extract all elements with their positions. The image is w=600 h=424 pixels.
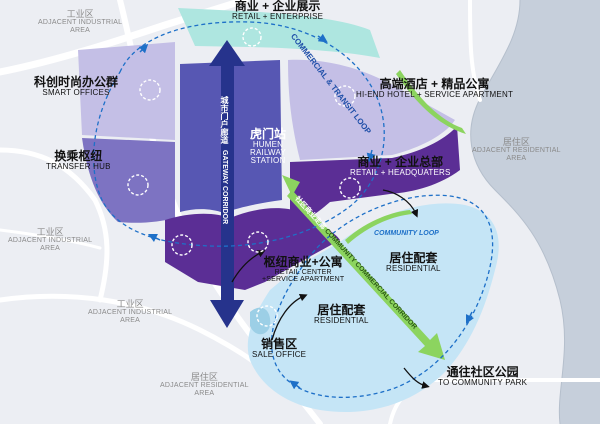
label-industrial-top: 工业区 ADJACENT INDUSTRIAL AREA — [38, 9, 123, 34]
connector-arrow — [231, 250, 266, 283]
commercial-transit-loop — [93, 21, 385, 247]
label-gateway-corridor: 城市门户廊道 GATEWAY CORRIDOR — [220, 96, 229, 225]
label-retail-hq: 商业 + 企业总部 RETAIL + HEADQUATERS — [350, 155, 451, 177]
community-loop — [271, 194, 494, 398]
green-strip — [396, 70, 466, 134]
block-retail-center — [165, 208, 340, 290]
label-residential-2: 居住配套 RESIDENTIAL — [314, 303, 369, 325]
label-railway-station: 虎门站 HUMEN RAILWAY STATION — [250, 127, 287, 166]
sale-office-pond — [250, 307, 271, 335]
block-headquarters — [290, 126, 460, 228]
connector-arrow — [271, 293, 308, 341]
water-edge — [470, 0, 565, 424]
label-industrial-bottom: 工业区 ADJACENT INDUSTRIAL AREA — [88, 299, 173, 324]
label-retail-center: 枢纽商业+公寓 RETAIL CENTER +SERVICE APARTMENT — [262, 255, 345, 283]
green-strip — [345, 210, 412, 244]
block-residential — [247, 203, 499, 413]
label-sale-office: 销售区 SALE OFFICE — [252, 337, 307, 359]
label-hotel-apartment: 高端酒店 + 精品公寓 HI-END HOTEL + SERVICE APART… — [356, 77, 514, 99]
block-smart-offices — [78, 42, 175, 140]
label-community-loop: COMMUNITY LOOP — [374, 230, 439, 237]
gateway-corridor-arrow — [209, 40, 245, 328]
label-community-park: 通往社区公园 TO COMMUNITY PARK — [438, 365, 528, 387]
node-circles — [127, 27, 361, 327]
label-transfer-hub: 换乘枢纽 TRANSFER HUB — [46, 149, 111, 171]
label-industrial-left: 工业区 ADJACENT INDUSTRIAL AREA — [8, 227, 93, 252]
label-residential-bottom: 居住区 ADJACENT RESIDENTIAL AREA — [160, 372, 249, 397]
label-residential-right: 居住区 ADJACENT RESIDENTIAL AREA — [472, 137, 561, 162]
connector-arrow — [403, 367, 430, 389]
block-hotel — [288, 59, 455, 160]
label-residential-1: 居住配套 RESIDENTIAL — [386, 251, 441, 273]
water-body — [470, 0, 600, 424]
label-smart-offices: 科创时尚办公群 SMART OFFICES — [34, 75, 119, 97]
label-retail-enterprise: 商业 + 企业展示 RETAIL + ENTERPRISE — [232, 0, 324, 21]
community-corridor-arrow — [282, 175, 445, 360]
connector-arrow — [382, 189, 419, 218]
